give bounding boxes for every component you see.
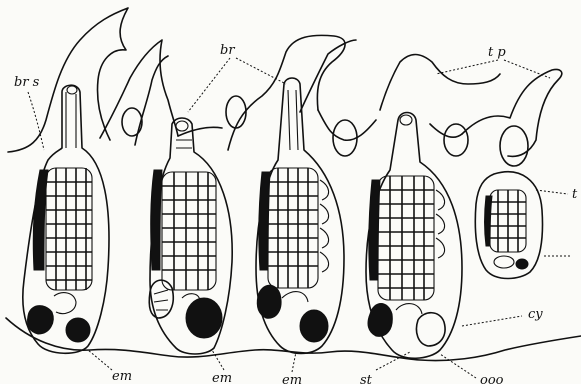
zooid-4 xyxy=(366,113,462,359)
zooid-2-pharynx-grid xyxy=(162,172,216,290)
zooid-5-pharynx-grid xyxy=(490,190,526,252)
label-cy: cy xyxy=(528,307,543,322)
zooid-4-pharynx-grid xyxy=(378,176,434,300)
tunic-process-7 xyxy=(462,69,562,156)
zooid-1-pharynx-grid xyxy=(46,168,92,290)
zooid-3 xyxy=(256,78,344,354)
zooid-2 xyxy=(149,118,232,354)
tunic-process-6 xyxy=(380,55,500,111)
zooid-3-pharynx-grid xyxy=(268,168,318,288)
label-t: t xyxy=(572,187,578,202)
zooid-5 xyxy=(475,172,542,279)
label-em-3: em xyxy=(282,373,302,384)
tunic-top-outline xyxy=(178,110,462,140)
label-ooo: ooo xyxy=(480,373,504,384)
label-br: br xyxy=(220,43,235,58)
tunic-process-4 xyxy=(228,35,345,150)
zooid-1 xyxy=(23,85,109,353)
label-st: st xyxy=(360,373,373,384)
label-tp: t p xyxy=(488,45,506,60)
label-em-2: em xyxy=(212,371,232,384)
tunic-process-5 xyxy=(300,40,356,112)
label-em-1: em xyxy=(112,369,132,384)
tunic-process-2 xyxy=(100,40,178,138)
label-brs: br s xyxy=(14,75,40,90)
